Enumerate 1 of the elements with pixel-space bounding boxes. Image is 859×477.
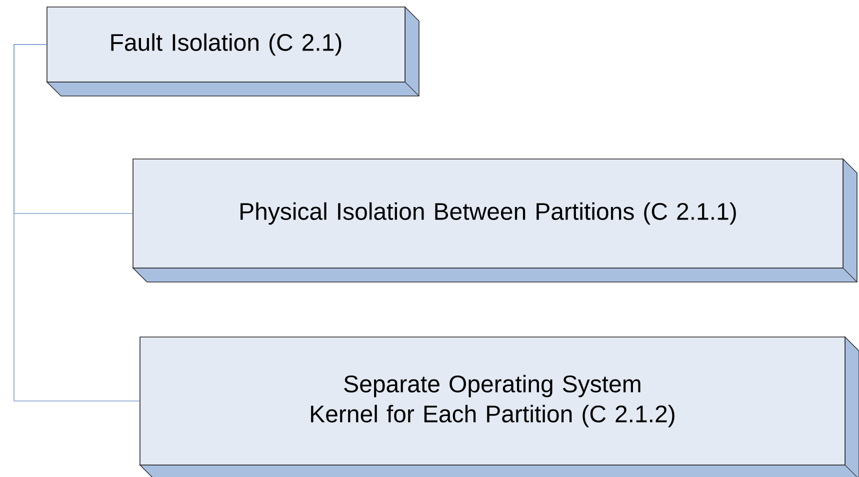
connector-line [14, 44, 140, 402]
